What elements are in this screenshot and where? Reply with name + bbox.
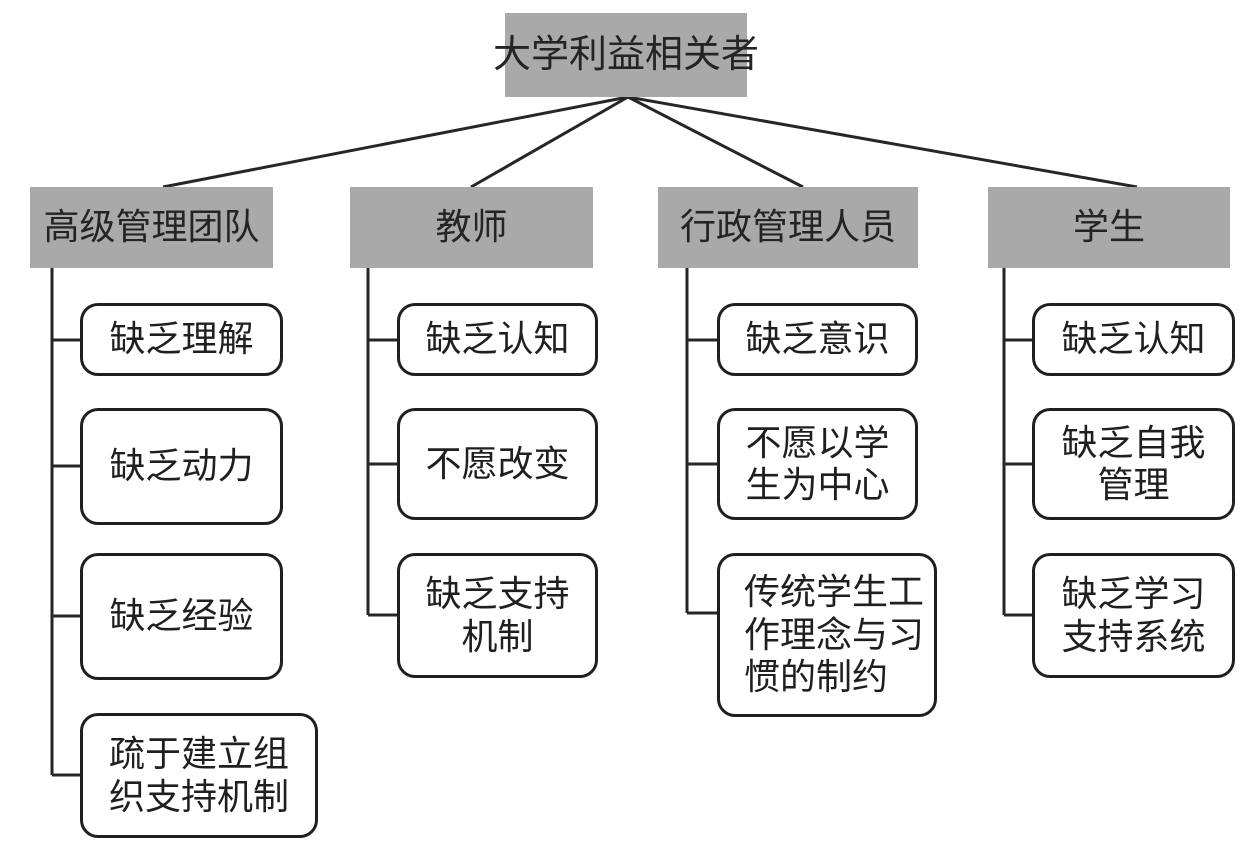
leaf-node-unwilling-student-centered: 不愿以学 生为中心 [717, 408, 918, 520]
leaf-node-lack-of-experience: 缺乏经验 [80, 553, 283, 680]
connector-line [470, 95, 629, 189]
branch-node-senior-management-team: 高级管理团队 [30, 187, 273, 268]
connector-line [627, 95, 804, 189]
leaf-node-lack-of-cognition-teachers: 缺乏认知 [397, 303, 598, 376]
branch-node-students: 学生 [988, 187, 1230, 268]
root-node-university-stakeholders: 大学利益相关者 [493, 13, 759, 97]
leaf-node-lack-of-awareness: 缺乏意识 [717, 303, 918, 376]
leaf-node-lack-of-motivation: 缺乏动力 [80, 408, 283, 525]
leaf-node-lack-of-cognition-students: 缺乏认知 [1032, 303, 1235, 376]
connector-line [162, 95, 629, 189]
connector-line [627, 95, 1138, 189]
leaf-node-lack-of-learning-support-system: 缺乏学习 支持系统 [1032, 553, 1235, 678]
leaf-node-lack-of-self-management: 缺乏自我 管理 [1032, 408, 1235, 520]
leaf-node-lack-of-understanding: 缺乏理解 [80, 303, 283, 376]
leaf-node-neglect-org-support-mechanism: 疏于建立组 织支持机制 [80, 713, 318, 838]
leaf-node-traditional-concept-constraints: 传统学生工 作理念与习 惯的制约 [717, 553, 937, 717]
leaf-node-lack-of-support-mechanism: 缺乏支持 机制 [397, 553, 598, 678]
branch-node-administrative-staff: 行政管理人员 [658, 187, 918, 268]
leaf-node-unwilling-to-change: 不愿改变 [397, 408, 598, 520]
branch-node-teachers: 教师 [350, 187, 593, 268]
